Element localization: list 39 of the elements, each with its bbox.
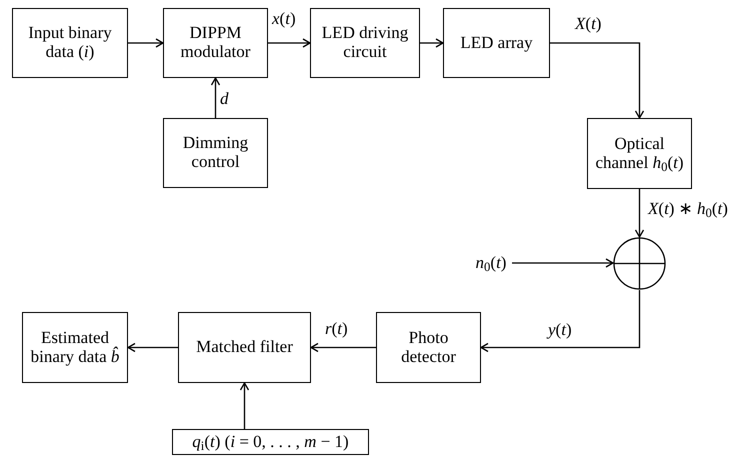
arrow	[310, 342, 376, 352]
edge-label: X(t)	[575, 15, 602, 32]
process-box	[310, 8, 420, 78]
box-label: q$_{i}$(t) (i = 0, . . . , m − 1)	[192, 432, 349, 452]
box-label: Photo detector	[400, 328, 457, 366]
process-box	[443, 8, 550, 78]
box-label: LED array	[460, 34, 533, 52]
process-box	[163, 8, 268, 78]
process-box	[587, 118, 692, 189]
arrow	[268, 38, 311, 48]
process-box	[172, 429, 369, 455]
edge-label: d	[220, 90, 228, 107]
process-box	[376, 312, 481, 383]
arrow	[480, 290, 640, 352]
arrow	[550, 42, 644, 119]
box-label: LED driving circuit	[320, 24, 410, 62]
process-box	[12, 8, 128, 78]
process-box	[178, 312, 311, 383]
edge-label: X(t) ∗ h$_{0}$(t)	[648, 200, 728, 217]
edge-label: x(t)	[272, 10, 296, 27]
box-label: Input binary data (i)	[27, 24, 113, 62]
arrow	[420, 38, 444, 48]
box-label: Estimated binary data b̂	[30, 328, 120, 366]
arrow	[128, 38, 164, 48]
summing-junction	[613, 237, 666, 290]
edge-label: r(t)	[325, 320, 348, 337]
box-label: Matched filter	[196, 338, 293, 357]
process-box	[22, 312, 128, 383]
arrow	[127, 342, 178, 352]
box-label: Dimming control	[182, 134, 250, 172]
signal-label: n$_{0}$(t)	[470, 250, 512, 276]
process-box	[163, 118, 268, 188]
arrow	[512, 258, 614, 268]
arrow	[240, 382, 250, 429]
arrow	[210, 77, 220, 118]
box-label: DIPPM modulator	[180, 24, 252, 62]
arrow	[634, 189, 644, 238]
edge-label: y(t)	[548, 321, 572, 338]
box-label: Optical channel h$_{0}$(t)	[594, 134, 685, 172]
